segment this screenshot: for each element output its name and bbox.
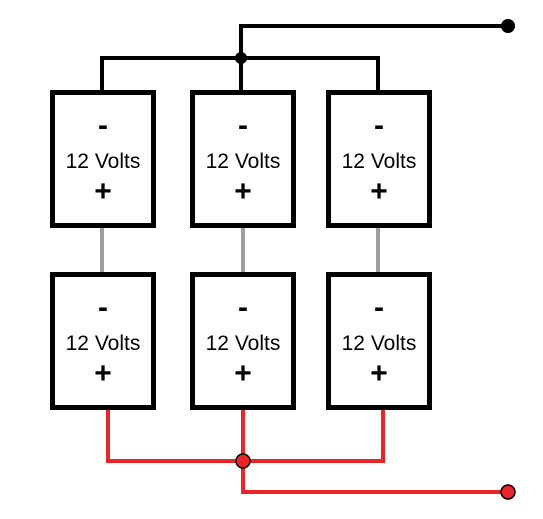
negative-terminal-sign: - — [238, 291, 248, 324]
voltage-label: 12 Volts — [65, 332, 141, 355]
voltage-label: 12 Volts — [205, 150, 281, 173]
positive-terminal-sign: + — [94, 357, 112, 390]
negative-terminal-sign: - — [374, 291, 384, 324]
positive-lead-wire — [241, 461, 508, 494]
voltage-label: 12 Volts — [65, 150, 141, 173]
positive-terminal-sign: + — [94, 175, 112, 208]
negative-terminal-sign: - — [238, 109, 248, 142]
negative-terminal-sign: - — [374, 109, 384, 142]
positive-terminal-sign: + — [234, 175, 252, 208]
negative-terminal-sign: - — [98, 291, 108, 324]
negative-lead-wire — [239, 24, 508, 58]
positive-terminal-sign: + — [370, 175, 388, 208]
negative-terminal-dot[interactable] — [501, 19, 515, 33]
voltage-label: 12 Volts — [205, 332, 281, 355]
battery-4: - 12 Volts + — [50, 272, 156, 410]
battery-6: - 12 Volts + — [326, 272, 432, 410]
positive-terminal-sign: + — [234, 357, 252, 390]
negative-terminal-sign: - — [98, 109, 108, 142]
battery-1: - 12 Volts + — [50, 90, 156, 228]
positive-junction-dot — [235, 453, 251, 469]
battery-2: - 12 Volts + — [190, 90, 296, 228]
battery-3: - 12 Volts + — [326, 90, 432, 228]
battery-5: - 12 Volts + — [190, 272, 296, 410]
negative-junction-dot — [235, 52, 247, 64]
positive-terminal-sign: + — [370, 357, 388, 390]
voltage-label: 12 Volts — [341, 150, 417, 173]
voltage-label: 12 Volts — [341, 332, 417, 355]
positive-terminal-dot[interactable] — [500, 484, 516, 500]
positive-bus-wire — [106, 408, 385, 463]
